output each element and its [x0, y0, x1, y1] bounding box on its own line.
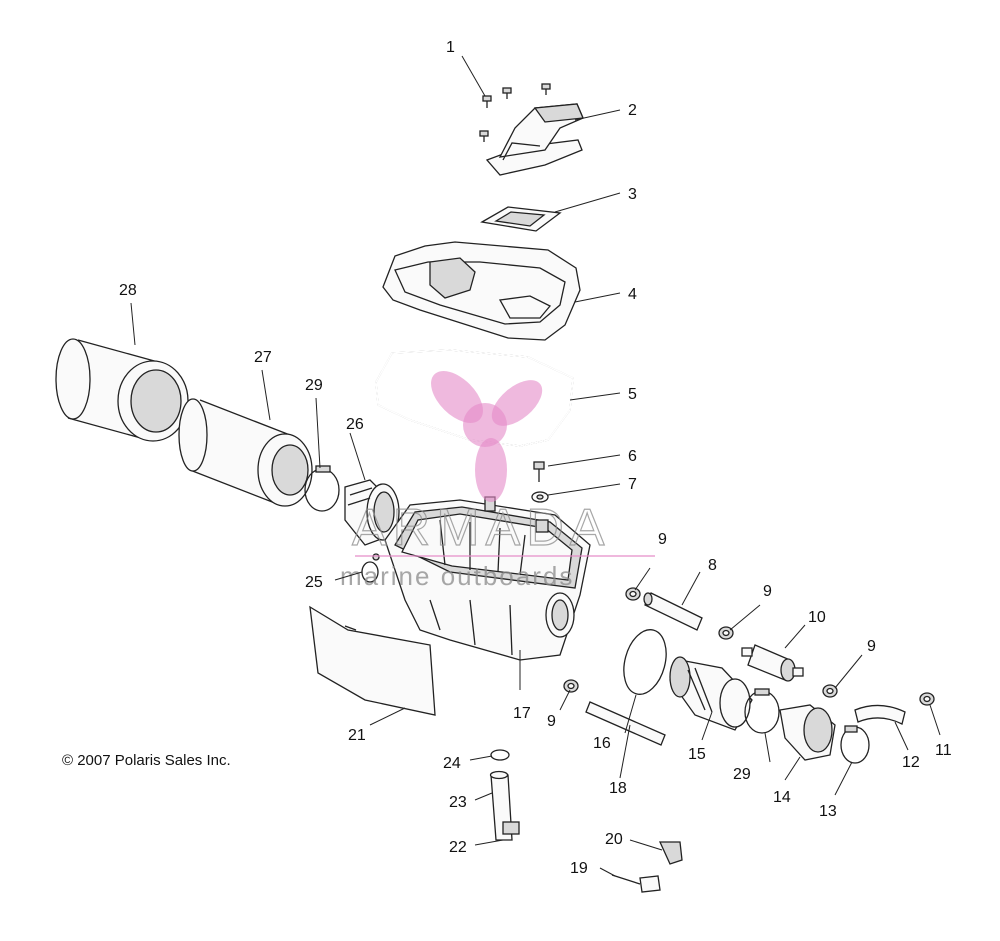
- screws-part-1: [479, 83, 551, 142]
- callout-9-d: 9: [547, 713, 556, 730]
- hose-clip-part-9-a: [625, 587, 641, 601]
- callout-17: 17: [513, 705, 531, 722]
- callout-12: 12: [902, 754, 920, 771]
- callout-24: 24: [443, 755, 461, 772]
- inline-filter-part-10: [741, 644, 804, 682]
- callout-23: 23: [449, 794, 467, 811]
- callout-14: 14: [773, 789, 791, 806]
- callout-29-upper: 29: [305, 377, 323, 394]
- pre-filter-part-28: [55, 338, 189, 442]
- cap-part-11: [919, 692, 935, 706]
- rivet-part-19: [611, 874, 661, 893]
- airbox-base-part-17: [384, 496, 591, 661]
- bracket-part-20: [658, 841, 683, 865]
- callout-3: 3: [628, 186, 637, 203]
- callout-16: 16: [593, 735, 611, 752]
- callout-29-lower: 29: [733, 766, 751, 783]
- o-ring-part-16: [623, 629, 667, 695]
- watermark-tagline: marine outboards: [340, 561, 574, 591]
- callout-6: 6: [628, 448, 637, 465]
- callout-10: 10: [808, 609, 826, 626]
- callout-9-a: 9: [658, 531, 667, 548]
- intake-boot-part-15: [669, 656, 753, 731]
- drain-rod-part-18: [585, 701, 666, 746]
- cover-plate-part-21: [309, 605, 436, 716]
- hose-clamp-part-13: [840, 725, 870, 764]
- callout-11: 11: [935, 742, 952, 759]
- curved-hose-part-12: [854, 704, 906, 725]
- gasket-plate-part-3: [480, 206, 562, 232]
- intake-duct-part-2: [485, 103, 584, 176]
- callout-2: 2: [628, 102, 637, 119]
- drain-valve-part-22: [502, 821, 520, 835]
- callout-1: 1: [446, 39, 455, 56]
- filter-adapter-part-26: [344, 479, 400, 546]
- watermark-name: ARMADA: [352, 499, 610, 557]
- hose-clip-part-9-c: [822, 684, 838, 698]
- armada-watermark: ARMADA marine outboards: [340, 371, 655, 591]
- airbox-cover-part-4: [382, 241, 581, 341]
- callout-19: 19: [570, 860, 588, 877]
- leader-lines: [130, 55, 941, 877]
- throttle-coupler-part-14: [779, 704, 836, 761]
- callout-13: 13: [819, 803, 837, 820]
- callout-numbers: 1 2 3 4 5 6 7 8 9 9 9 9 10 11 12 13 14 1…: [119, 39, 952, 877]
- callout-9-c: 9: [867, 638, 876, 655]
- hose-clamp-part-29-lower: [744, 688, 780, 734]
- callout-4: 4: [628, 286, 637, 303]
- hose-clip-part-9-b: [718, 626, 734, 640]
- callout-9-b: 9: [763, 583, 772, 600]
- air-filter-part-27: [178, 398, 313, 507]
- propeller-logo-icon: [431, 371, 543, 502]
- callout-21: 21: [348, 727, 366, 744]
- callout-25: 25: [305, 574, 323, 591]
- hose-clip-part-9-d: [563, 679, 579, 693]
- callout-20: 20: [605, 831, 623, 848]
- copyright-notice: © 2007 Polaris Sales Inc.: [62, 752, 231, 769]
- airbox-seal-part-5: [375, 349, 574, 447]
- hose-clamp-part-29-upper: [304, 465, 340, 512]
- washer-part-7: [531, 491, 549, 503]
- callout-7: 7: [628, 476, 637, 493]
- callout-15: 15: [688, 746, 706, 763]
- breather-tube-part-8: [643, 592, 703, 631]
- callout-8: 8: [708, 557, 717, 574]
- callout-28: 28: [119, 282, 137, 299]
- bolt-part-6: [533, 461, 545, 482]
- clip-part-24: [490, 749, 510, 761]
- callout-26: 26: [346, 416, 364, 433]
- callout-18: 18: [609, 780, 627, 797]
- callout-5: 5: [628, 386, 637, 403]
- callout-27: 27: [254, 349, 272, 366]
- callout-22: 22: [449, 839, 467, 856]
